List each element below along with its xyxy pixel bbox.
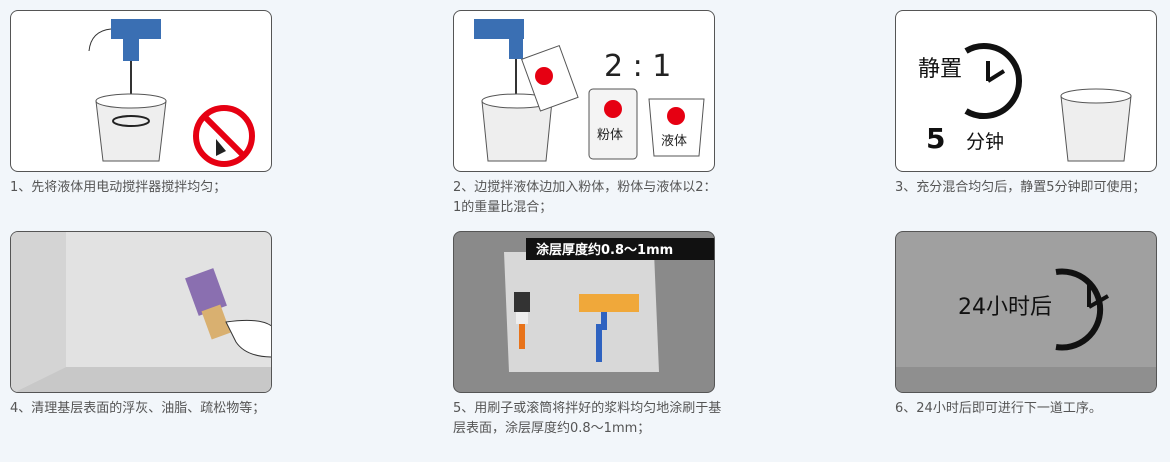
step-6-caption: 6、24小时后即可进行下一道工序。 xyxy=(895,401,1102,416)
svg-text:5: 5 xyxy=(926,122,945,155)
drill-icon xyxy=(88,19,161,121)
brush-icon xyxy=(185,268,231,340)
step-2-illustration: 2 : 1 粉体 液体 xyxy=(453,10,715,172)
step-3-caption: 3、充分混合均匀后，静置5分钟即可使用； xyxy=(895,180,1146,195)
svg-text:粉体: 粉体 xyxy=(597,128,623,143)
step-6-illustration: 24小时后 xyxy=(895,231,1157,393)
svg-text:涂层厚度约0.8～1mm: 涂层厚度约0.8～1mm xyxy=(536,242,673,258)
step-5-illustration: 涂层厚度约0.8～1mm xyxy=(453,231,715,393)
step-4-caption: 4、清理基层表面的浮灰、油脂、疏松物等； xyxy=(10,401,266,416)
bucket-icon xyxy=(481,93,553,162)
powder-bag-icon xyxy=(588,88,638,160)
bucket-icon xyxy=(95,93,167,162)
svg-text:分钟: 分钟 xyxy=(966,131,1004,153)
drill-icon xyxy=(474,19,524,121)
powder-bag-icon xyxy=(521,45,579,112)
clock-icon xyxy=(964,43,1023,119)
step-5-caption: 5、用刷子或滚筒将拌好的浆料均匀地涂刷于基层表面，涂层厚度约0.8～1mm； xyxy=(453,401,722,436)
liquid-bucket-icon xyxy=(648,98,705,157)
bucket-icon xyxy=(1060,88,1132,162)
svg-text:24小时后: 24小时后 xyxy=(958,295,1052,320)
hand-icon xyxy=(225,319,271,358)
prohibited-shovel-icon xyxy=(193,105,255,167)
brush-icon xyxy=(514,292,530,349)
svg-text:液体: 液体 xyxy=(661,134,687,149)
clock-icon xyxy=(1055,268,1110,351)
roller-icon xyxy=(579,294,639,362)
step-3-illustration: 静置 5 分钟 xyxy=(895,10,1157,172)
step-4-illustration xyxy=(10,231,272,393)
svg-text:静置: 静置 xyxy=(918,57,962,82)
step-1-caption: 1、先将液体用电动搅拌器搅拌均匀； xyxy=(10,180,227,195)
ratio-text: 2 : 1 xyxy=(604,49,671,84)
thickness-banner xyxy=(526,238,714,260)
step-2-caption: 2、边搅拌液体边加入粉体，粉体与液体以2：1的重量比混合； xyxy=(453,180,717,215)
step-1-illustration xyxy=(10,10,272,172)
